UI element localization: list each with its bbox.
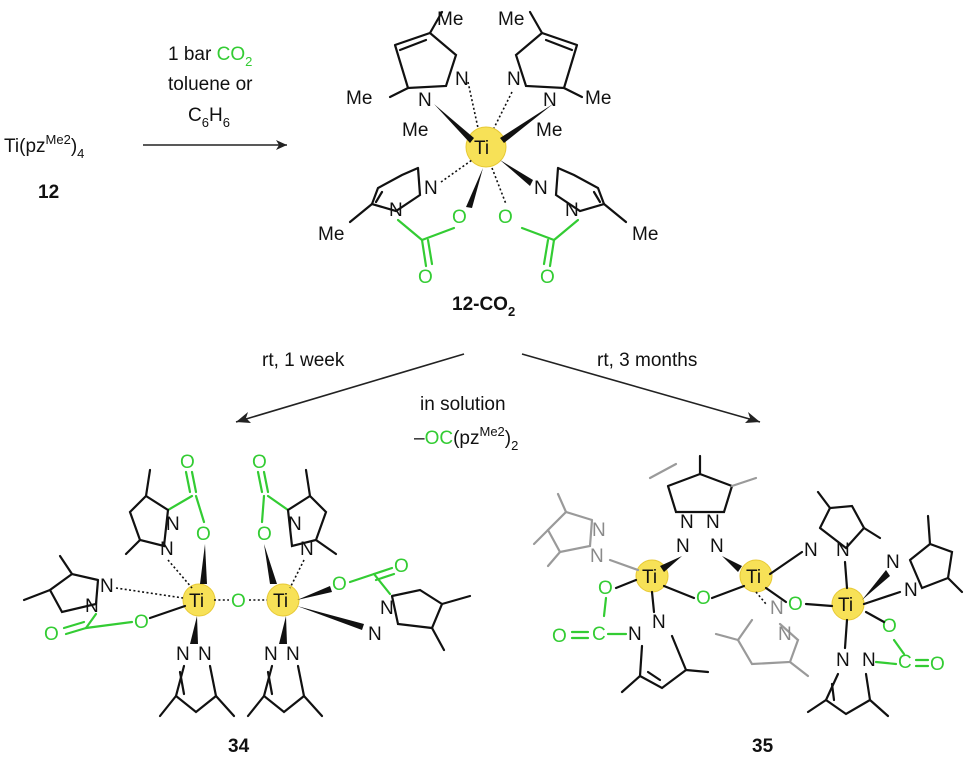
atom-n: N xyxy=(628,624,642,645)
ti-highlight xyxy=(465,126,507,168)
atom-o: O xyxy=(257,524,272,545)
atom-o: O xyxy=(180,452,195,473)
atom-ti: Ti xyxy=(838,595,853,616)
atom-o: O xyxy=(598,578,613,599)
atom-n: N xyxy=(534,178,548,199)
atom-n: N xyxy=(368,624,382,645)
atom-o: O xyxy=(452,207,467,228)
atom-n: N xyxy=(886,552,900,573)
methyl-label: Me xyxy=(632,224,658,245)
methyl-label: Me xyxy=(402,120,428,141)
atom-n: N xyxy=(100,576,114,597)
atom-o-bridge: O xyxy=(231,591,246,612)
atom-n: N xyxy=(455,69,469,90)
atom-ti: Ti xyxy=(189,591,204,612)
atom-o: O xyxy=(134,612,149,633)
atom-n: N xyxy=(418,90,432,111)
compound-label-35: 35 xyxy=(752,736,774,757)
arrow-1-conditions: 1 bar CO2 toluene or C6H6 xyxy=(168,44,253,130)
condition-co2-pressure: 1 bar CO2 xyxy=(168,44,252,69)
compound-label-12: 12 xyxy=(38,182,59,203)
atom-n: N xyxy=(676,536,690,557)
atom-n: N xyxy=(770,598,784,619)
atom-o: O xyxy=(332,574,347,595)
atom-c: C xyxy=(898,652,912,673)
atom-o: O xyxy=(540,267,555,288)
atom-o: O xyxy=(418,267,433,288)
reaction-arrow-1 xyxy=(143,140,287,150)
atom-n: N xyxy=(166,514,180,535)
methyl-label: Me xyxy=(585,88,611,109)
atom-n: N xyxy=(652,612,666,633)
atom-ti: Ti xyxy=(474,138,489,159)
reactant-12: Ti(pzMe2)4 12 xyxy=(4,132,84,203)
atom-n: N xyxy=(904,580,918,601)
atom-ti: Ti xyxy=(642,567,657,588)
atom-n: N xyxy=(565,200,579,221)
atom-n: N xyxy=(590,546,604,567)
compound-label-12-co2: 12-CO2 xyxy=(452,294,515,319)
atom-o: O xyxy=(44,624,59,645)
atom-o: O xyxy=(930,654,945,675)
atom-o: O xyxy=(394,556,409,577)
methyl-label: Me xyxy=(536,120,562,141)
atom-n: N xyxy=(288,514,302,535)
reaction-arrow-right xyxy=(521,353,761,423)
atom-n: N xyxy=(424,178,438,199)
reaction-arrow-left xyxy=(235,353,465,423)
compound-label-34: 34 xyxy=(228,736,250,757)
atom-c: C xyxy=(592,624,606,645)
atom-n: N xyxy=(543,90,557,111)
methyl-label: Me xyxy=(498,9,524,30)
atom-n: N xyxy=(507,69,521,90)
atom-n: N xyxy=(286,644,300,665)
methyl-label: Me xyxy=(437,9,463,30)
reactant-formula: Ti(pzMe2)4 xyxy=(4,132,84,161)
atom-o: O xyxy=(882,616,897,637)
atom-o: O xyxy=(552,626,567,647)
methyl-label: Me xyxy=(318,224,344,245)
atom-n: N xyxy=(836,650,850,671)
atom-n: N xyxy=(804,540,818,561)
atom-n: N xyxy=(198,644,212,665)
methyl-label: Me xyxy=(346,88,372,109)
condition-right-branch: rt, 3 months xyxy=(597,350,697,371)
atom-n: N xyxy=(300,539,314,560)
condition-in-solution: in solution xyxy=(420,394,506,415)
atom-o-bridge: O xyxy=(696,588,711,609)
atom-n: N xyxy=(389,200,403,221)
atom-n: N xyxy=(264,644,278,665)
atom-n: N xyxy=(710,536,724,557)
product-12-co2-structure: Ti N N Me Me N N Me Me Me Me N N Me xyxy=(318,9,658,288)
atom-n: N xyxy=(706,512,720,533)
condition-solvent-2: C6H6 xyxy=(188,105,230,130)
atom-o: O xyxy=(498,207,513,228)
atom-n: N xyxy=(592,520,606,541)
atom-n: N xyxy=(176,644,190,665)
atom-n: N xyxy=(85,596,99,617)
atom-n: N xyxy=(160,539,174,560)
atom-n: N xyxy=(680,512,694,533)
condition-solvent-1: toluene or xyxy=(168,74,253,95)
atom-n: N xyxy=(862,650,876,671)
product-34-structure: Ti Ti O O O O O N N N N N xyxy=(22,452,472,718)
atom-n: N xyxy=(778,624,792,645)
product-35-structure: Ti Ti Ti O O N N N N N N N N xyxy=(532,454,964,718)
atom-n: N xyxy=(836,540,850,561)
atom-o-bridge: O xyxy=(788,594,803,615)
atom-n: N xyxy=(380,598,394,619)
atom-ti: Ti xyxy=(273,591,288,612)
condition-byproduct: –OC(pzMe2)2 xyxy=(414,424,518,453)
atom-ti: Ti xyxy=(746,567,761,588)
atom-o: O xyxy=(252,452,267,473)
condition-left-branch: rt, 1 week xyxy=(262,350,345,371)
atom-o: O xyxy=(196,524,211,545)
